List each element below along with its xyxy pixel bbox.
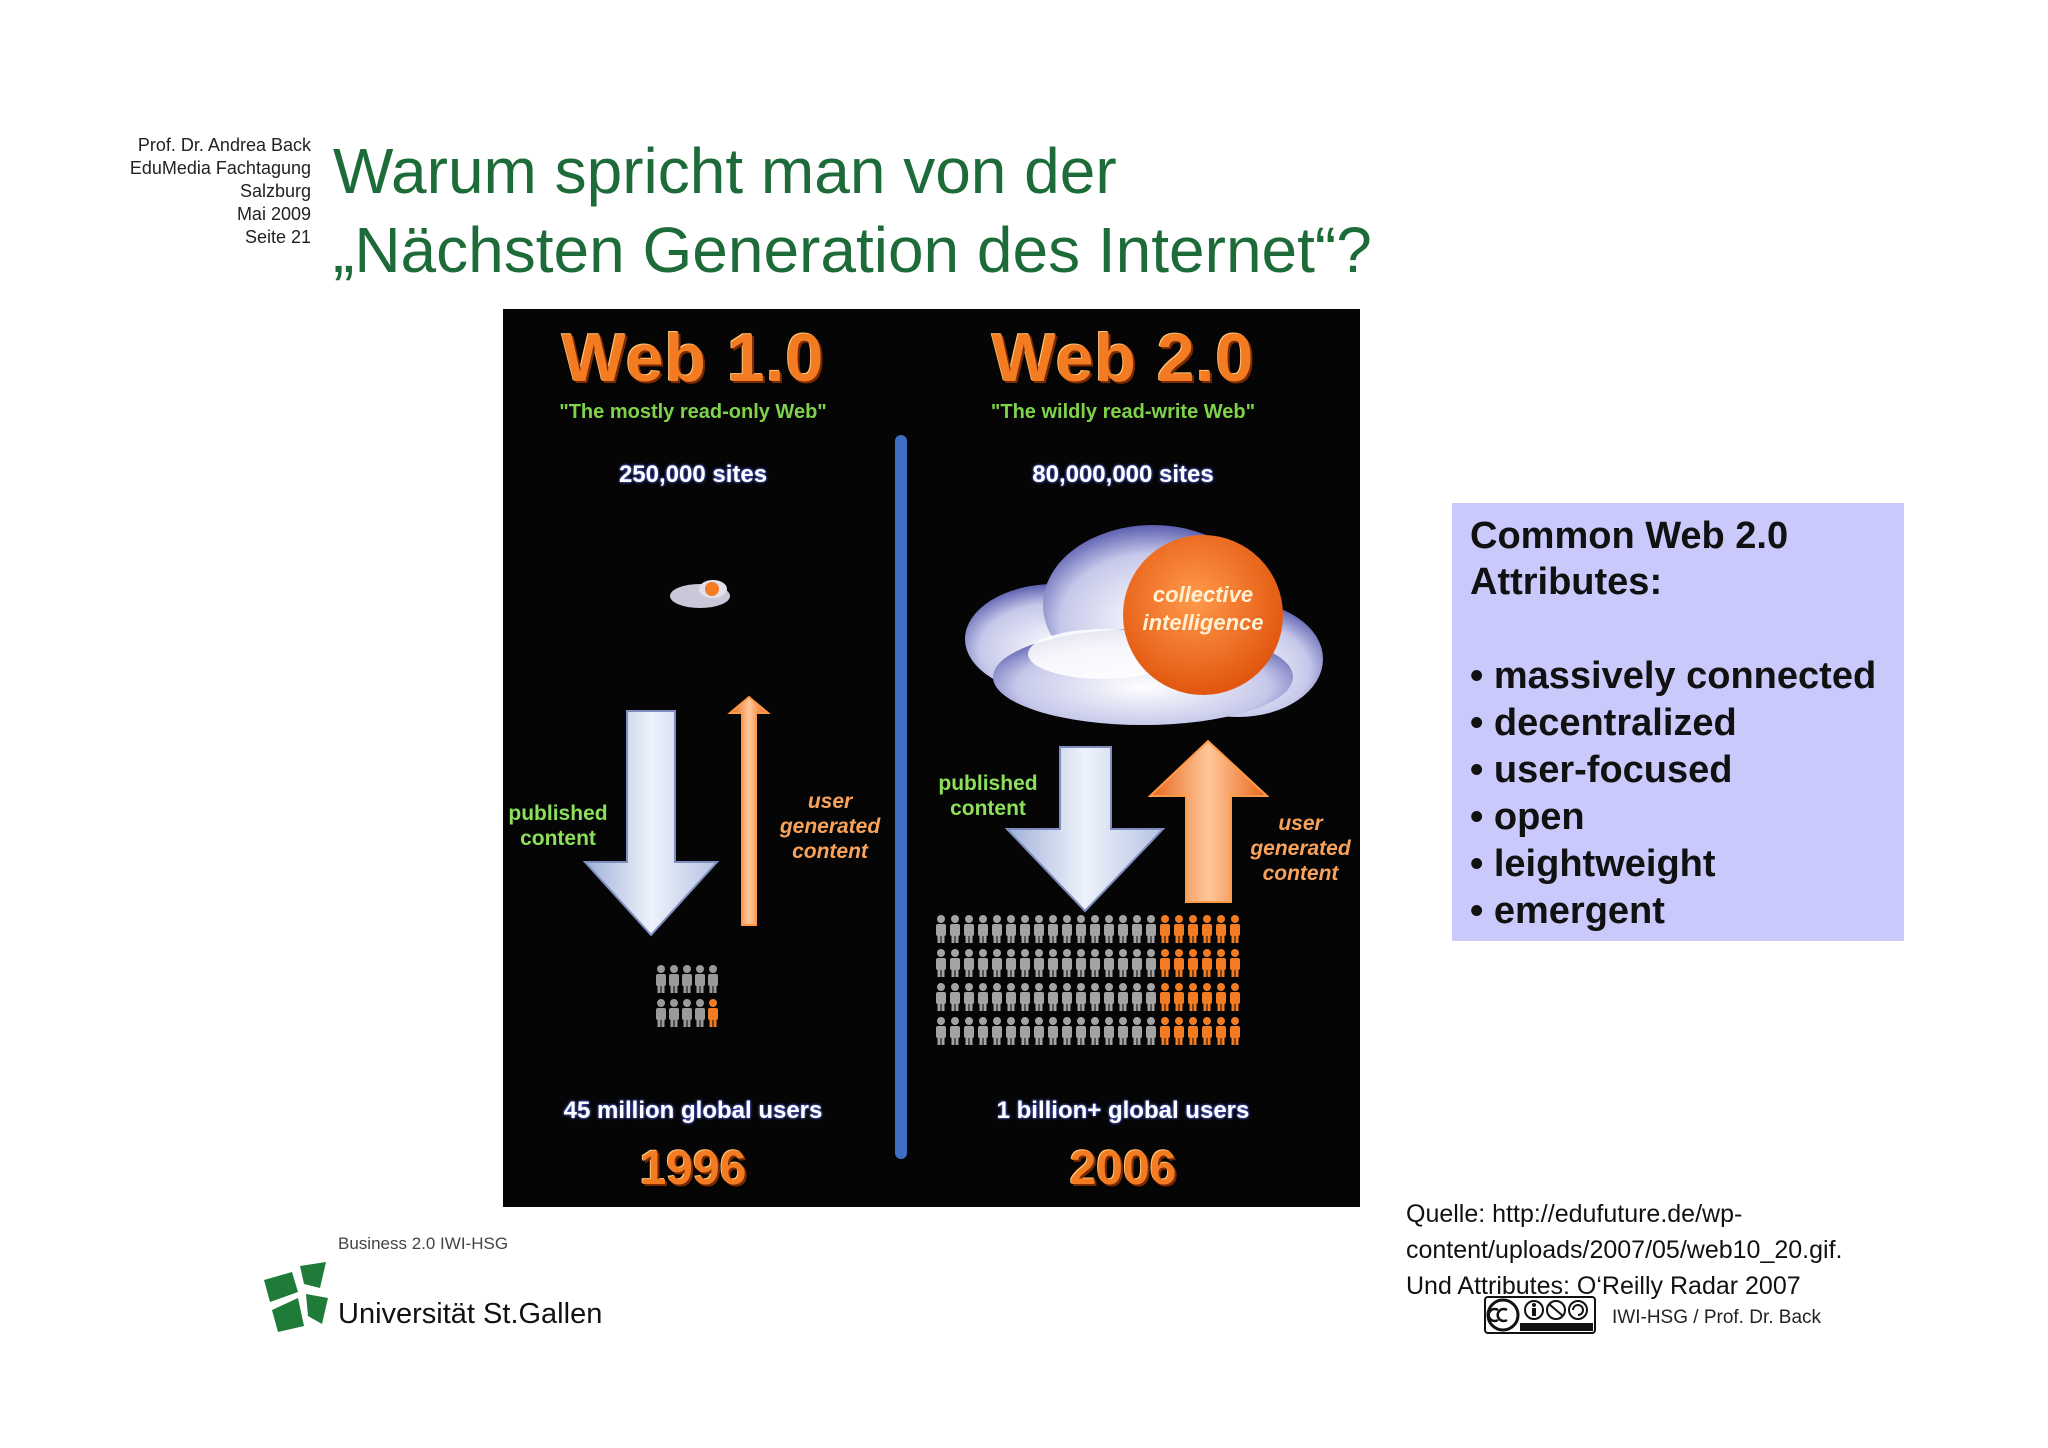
university-logo-icon — [264, 1262, 328, 1332]
published-arrow-2-icon — [1004, 746, 1166, 913]
title-line-1: Warum spricht man von der — [333, 135, 1117, 207]
attribute-item: • massively connected — [1470, 655, 1877, 697]
meta-author: Prof. Dr. Andrea Back — [137, 135, 311, 155]
collective-intelligence-sun-icon — [1123, 535, 1283, 695]
web2-tagline: "The wildly read-write Web" — [990, 401, 1256, 423]
meta-event: EduMedia Fachtagung — [129, 158, 311, 178]
source-line-3: Und Attributes: O‘Reilly Radar 2007 — [1406, 1272, 1801, 1300]
footer-author: IWI-HSG / Prof. Dr. Back — [1612, 1307, 1822, 1328]
web1-user-generated-label: user generated content — [779, 790, 881, 863]
web1-published-label: published content — [508, 802, 608, 850]
user-generated-arrow-icon — [727, 695, 771, 926]
source-line-2: content/uploads/2007/05/web10_20.gif. — [1406, 1236, 1843, 1264]
people-group-web1-icon — [656, 965, 718, 1027]
divider-bar — [895, 435, 907, 1159]
attributes-heading-line-2: Attributes: — [1470, 561, 1663, 603]
slide-meta: Prof. Dr. Andrea Back EduMedia Fachtagun… — [90, 134, 311, 249]
attribute-item: • emergent — [1470, 890, 1665, 932]
meta-date: Mai 2009 — [236, 204, 311, 224]
people-group-web2-icon — [936, 915, 1240, 1045]
published-arrow-icon — [582, 710, 720, 937]
title-line-2: „Nächsten Generation des Internet“? — [333, 214, 1372, 286]
meta-page: Seite 21 — [244, 227, 311, 247]
attribute-item: • user-focused — [1470, 749, 1733, 791]
web2-users: 1 billion+ global users — [996, 1097, 1250, 1124]
source-note: Quelle: http://edufuture.de/wp- content/… — [1406, 1196, 1926, 1304]
web2-heading: Web 2.0 — [991, 320, 1255, 396]
meta-location: Salzburg — [239, 181, 311, 201]
web2-user-generated-label: user generated content — [1250, 812, 1351, 885]
collective-intelligence-label: collective intelligence — [1142, 582, 1264, 635]
web1-tagline: "The mostly read-only Web" — [559, 401, 827, 423]
user-generated-arrow-2-icon — [1147, 739, 1270, 903]
web1-vs-web2-graphic: Web 1.0 Web 2.0 "The mostly read-only We… — [503, 309, 1360, 1207]
graphic-shapes — [582, 435, 1323, 1159]
source-line-1: Quelle: http://edufuture.de/wp- — [1406, 1200, 1743, 1228]
slide-title: Warum spricht man von der „Nächsten Gene… — [333, 132, 1533, 290]
web2-sites: 80,000,000 sites — [1032, 461, 1214, 488]
web1-year: 1996 — [639, 1142, 747, 1195]
footer-university-name: Universität St.Gallen — [338, 1298, 603, 1330]
web1-heading: Web 1.0 — [561, 320, 825, 396]
footer-business-label: Business 2.0 IWI-HSG — [338, 1234, 509, 1253]
web1-sites: 250,000 sites — [618, 461, 768, 488]
web2-year: 2006 — [1069, 1142, 1177, 1195]
web2-attributes-box: Common Web 2.0 Attributes: • massively c… — [1452, 503, 1904, 941]
attribute-item: • open — [1470, 796, 1585, 838]
creative-commons-license-icon — [1484, 1296, 1596, 1334]
web1-users: 45 million global users — [563, 1097, 823, 1124]
attribute-item: • leightweight — [1470, 843, 1716, 885]
attributes-list: • massively connected • decentralized • … — [1470, 653, 1904, 935]
web2-published-label: published content — [938, 772, 1038, 820]
attributes-heading: Common Web 2.0 Attributes: — [1470, 513, 1904, 605]
attribute-item: • decentralized — [1470, 702, 1737, 744]
attributes-heading-line-1: Common Web 2.0 — [1470, 515, 1789, 557]
